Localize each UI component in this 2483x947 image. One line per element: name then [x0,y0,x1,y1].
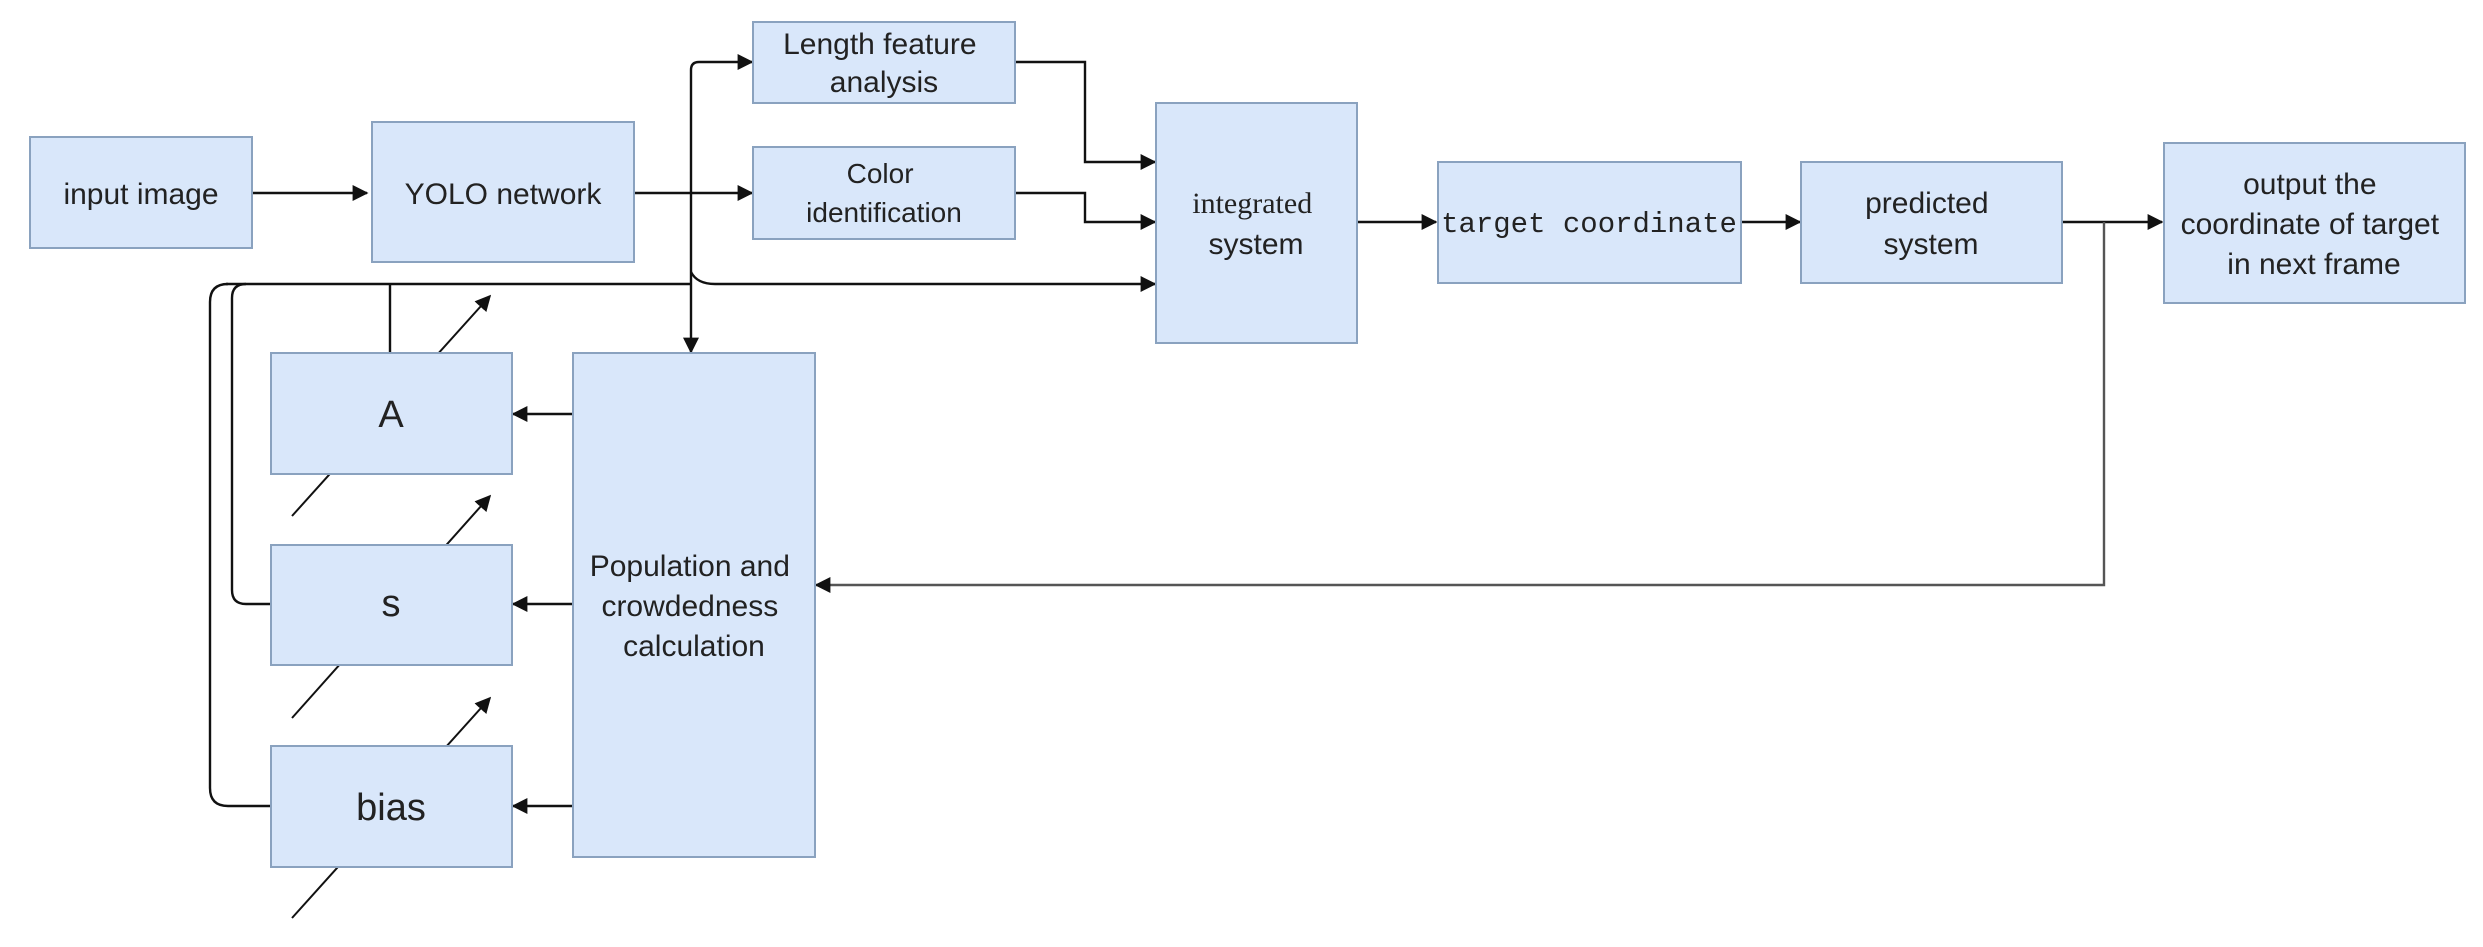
node-param-a: A [270,352,513,475]
node-yolo-network: YOLO network [371,121,635,263]
node-integrated-system-label: integrated system [1192,187,1319,261]
edge-predicted-to-population [814,222,2106,593]
edge-bias-to-bus [208,282,270,808]
node-target-coordinate: target coordinate [1437,161,1742,284]
node-output-coordinate: output the coordinate of target in next … [2163,142,2466,304]
node-predicted-system: predicted system [1800,161,2063,284]
node-output-coordinate-label: output the coordinate of target in next … [2181,168,2448,281]
edge-color-to-integrated [1015,191,1157,230]
node-population-calc-label: Population and crowdedness calculation [590,550,799,663]
edge-params-to-integrated [689,271,1157,292]
node-color-identification: Color identification [752,146,1016,240]
node-input-image-label: input image [63,178,218,211]
node-predicted-system-label: predicted system [1865,187,1997,261]
node-length-feature-label: Length feature analysis [783,28,985,99]
node-target-coordinate-label: target coordinate [1441,208,1737,241]
node-param-s: s [270,544,513,666]
node-color-identification-label: Color identification [806,158,962,228]
node-param-s-label: s [382,583,401,625]
node-param-bias: bias [270,745,513,868]
node-param-bias-label: bias [356,787,426,829]
edge-yolo-to-length [689,54,754,193]
edge-s-to-bus [230,282,270,606]
edge-length-to-integrated [1015,60,1157,170]
node-yolo-network-label: YOLO network [405,178,603,211]
node-param-a-label: A [378,394,404,436]
node-input-image: input image [29,136,253,249]
node-integrated-system: integrated system [1155,102,1358,344]
node-length-feature: Length feature analysis [752,21,1016,104]
connectors [208,54,2164,814]
node-population-calc: Population and crowdedness calculation [572,352,816,858]
